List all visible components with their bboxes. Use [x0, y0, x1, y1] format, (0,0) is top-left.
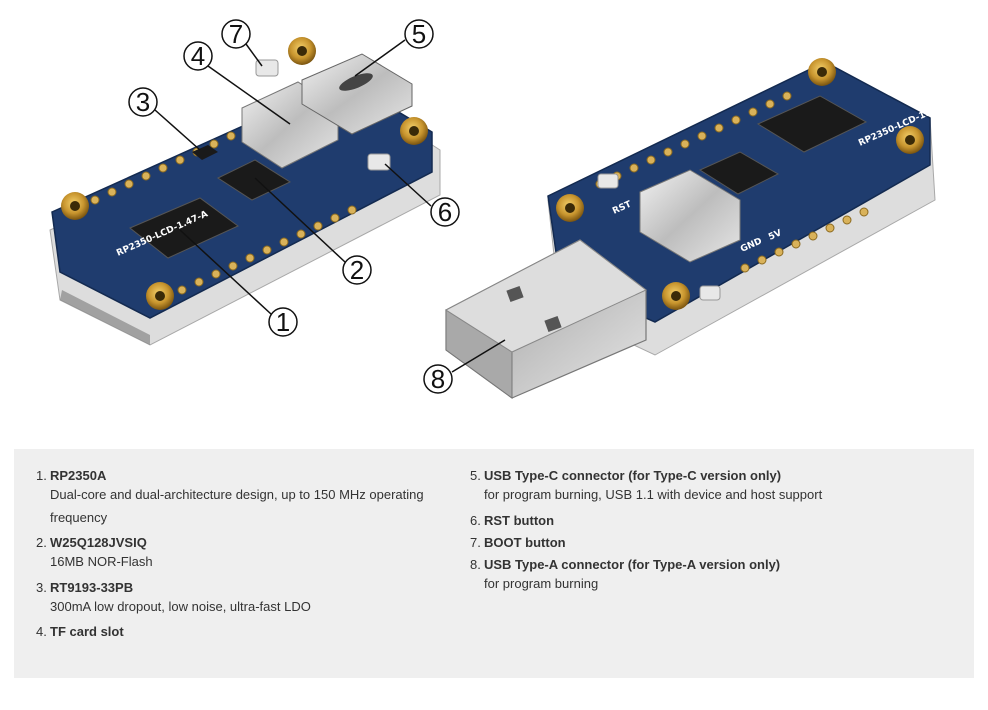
tf-slot-right: [639, 169, 741, 263]
boot-button: [255, 59, 279, 77]
right-silk-5v: 5V: [767, 228, 783, 243]
legend-name: BOOT button: [484, 534, 566, 550]
usb-a-connector: [445, 239, 647, 399]
legend-name: USB Type-C connector (for Type-C version…: [484, 468, 782, 483]
legend-item-8: 8. USB Type-A connector (for Type-A vers…: [470, 556, 950, 596]
legend-desc: for program burning: [484, 575, 599, 591]
legend-num: 5.: [470, 468, 481, 483]
legend-desc: for program burning, USB 1.1 with device…: [484, 487, 823, 502]
legend-column-right: 5. USB Type-C connector (for Type-C vers…: [470, 467, 950, 600]
callouts: [128, 19, 506, 394]
left-board: RP2350-LCD-1.47-A 3V3 GND: [49, 37, 441, 346]
left-standoffs: [61, 37, 428, 310]
left-silk-3v3: 3V3: [192, 116, 214, 133]
legend-name: RP2350A: [50, 468, 107, 483]
rp2350a-chip-right: [756, 95, 868, 153]
legend-num: 2.: [36, 535, 47, 550]
boot-button-right: [699, 285, 721, 301]
legend-num: 6.: [470, 512, 481, 528]
usb-c-connector: [301, 53, 413, 135]
legend-item-3: 3. RT9193-33PB 300mA low dropout, low no…: [36, 579, 436, 619]
legend-name: TF card slot: [50, 624, 124, 639]
legend-panel: 1. RP2350A Dual-core and dual-architectu…: [14, 449, 974, 678]
legend-num: 7.: [470, 534, 481, 550]
legend-item-2: 2. W25Q128JVSIQ 16MB NOR-Flash: [36, 534, 436, 574]
legend-item-4: 4. TF card slot: [36, 623, 436, 640]
rst-button-right: [597, 173, 619, 189]
callout-labels: 7 4 5 3 6 2 1 8: [136, 19, 452, 394]
rp2350a-chip: [129, 197, 239, 259]
legend-item-6: 6. RST button: [470, 512, 950, 529]
legend-name: RT9193-33PB: [50, 579, 134, 595]
rst-button: [367, 153, 391, 171]
legend-name: RST button: [484, 512, 555, 528]
ldo-chip: [192, 145, 218, 160]
callout-5: 5: [412, 19, 426, 49]
legend-item-1: 1. RP2350A Dual-core and dual-architectu…: [36, 467, 436, 529]
flash-chip: [216, 159, 292, 201]
left-silk-gnd: GND: [219, 102, 244, 120]
callout-8: 8: [431, 364, 445, 394]
legend-item-7: 7. BOOT button: [470, 534, 950, 551]
legend-num: 4.: [36, 624, 47, 639]
legend-item-5: 5. USB Type-C connector (for Type-C vers…: [470, 467, 950, 507]
legend-desc: 300mA low dropout, low noise, ultra-fast…: [50, 598, 311, 614]
callout-6: 6: [438, 197, 452, 227]
legend-name: W25Q128JVSIQ: [50, 535, 147, 550]
product-figure: RP2350-LCD-1.47-A 3V3 GND: [49, 19, 952, 399]
callout-7: 7: [229, 19, 243, 49]
legend-desc: 16MB NOR-Flash: [50, 554, 153, 569]
legend-column-left: 1. RP2350A Dual-core and dual-architectu…: [36, 467, 436, 645]
callout-3: 3: [136, 87, 150, 117]
callout-1: 1: [276, 307, 290, 337]
callout-4: 4: [191, 41, 205, 71]
right-header-holes: [595, 91, 869, 273]
callout-2: 2: [350, 255, 364, 285]
legend-num: 8.: [470, 556, 481, 572]
legend-name: USB Type-A connector (for Type-A version…: [484, 556, 781, 572]
right-standoffs: [556, 58, 924, 310]
legend-num: 1.: [36, 468, 47, 483]
flash-chip-right: [698, 151, 780, 195]
legend-desc: Dual-core and dual-architecture design, …: [50, 487, 424, 525]
right-board: RP2350-LCD-1.47-A GND 5V RST: [445, 58, 952, 399]
legend-num: 3.: [36, 579, 47, 595]
